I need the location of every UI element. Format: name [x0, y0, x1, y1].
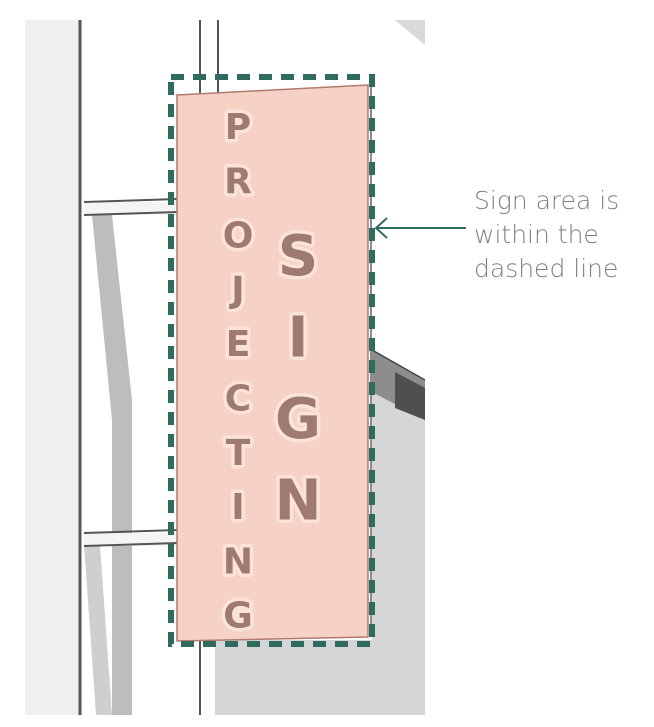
sign-letter: J: [228, 270, 244, 311]
annotation-text: Sign area is within the dashed line: [474, 184, 649, 286]
arrow-head: [374, 217, 388, 239]
sign-letter: R: [224, 161, 252, 202]
sign-letter: E: [226, 324, 251, 365]
annotation-arrow: [374, 217, 466, 239]
sign-letter: S: [278, 224, 318, 289]
facade-left-wall: [25, 20, 80, 715]
sign-area-dashed-outline: [168, 74, 375, 647]
bracket-lower: [83, 529, 179, 547]
facade-top-right-corner: [395, 20, 425, 45]
pole-shadow-lower: [84, 545, 112, 715]
mounting-brackets: [83, 198, 179, 547]
building-facade: [25, 20, 426, 715]
background-panel: [215, 350, 425, 715]
sign-letter: C: [225, 379, 251, 420]
sign-letter: G: [223, 596, 253, 637]
sign-letter: G: [275, 387, 321, 452]
sign-letter: N: [275, 469, 322, 534]
sign-letter: T: [226, 433, 251, 474]
sign-panel: [176, 84, 369, 642]
sign-letter: I: [231, 487, 244, 528]
annotation-line: dashed line: [474, 254, 619, 283]
bracket-upper: [83, 198, 179, 216]
background-panel-outline: [371, 349, 426, 381]
sign-letter: P: [225, 107, 251, 148]
annotation-line: Sign area is: [474, 186, 620, 215]
annotation-line: within the: [474, 220, 599, 249]
sign-letter: N: [223, 541, 253, 582]
sign-letter: I: [288, 306, 309, 371]
sign-letter: O: [223, 216, 254, 257]
pole-shadow: [92, 215, 132, 715]
background-panel-dark-face: [395, 372, 425, 420]
